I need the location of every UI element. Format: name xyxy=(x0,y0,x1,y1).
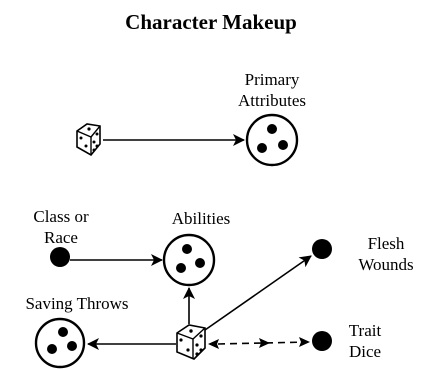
primary-attributes-label: Primary Attributes xyxy=(238,70,306,110)
flesh-wounds-label: Flesh Wounds xyxy=(358,234,414,274)
abilities-label: Abilities xyxy=(171,209,231,228)
center-dice-icon xyxy=(176,324,206,360)
dice-trait-dashed-arrow xyxy=(208,337,310,349)
class-or-race-label: Class or Race xyxy=(33,207,89,247)
saving-throws-node xyxy=(34,317,86,369)
saving-throws-label: Saving Throws xyxy=(25,294,129,313)
diagram-title: Character Makeup xyxy=(125,10,297,34)
dice-to-flesh-wounds-arrow xyxy=(204,255,312,331)
dice-icon xyxy=(76,123,101,157)
flesh-wounds-node xyxy=(312,239,332,259)
abilities-node xyxy=(162,233,216,287)
primary-attributes-node xyxy=(245,113,299,167)
class-or-race-node xyxy=(50,247,70,267)
trait-dice-node xyxy=(312,331,332,351)
trait-dice-label: Trait Dice xyxy=(348,321,382,361)
